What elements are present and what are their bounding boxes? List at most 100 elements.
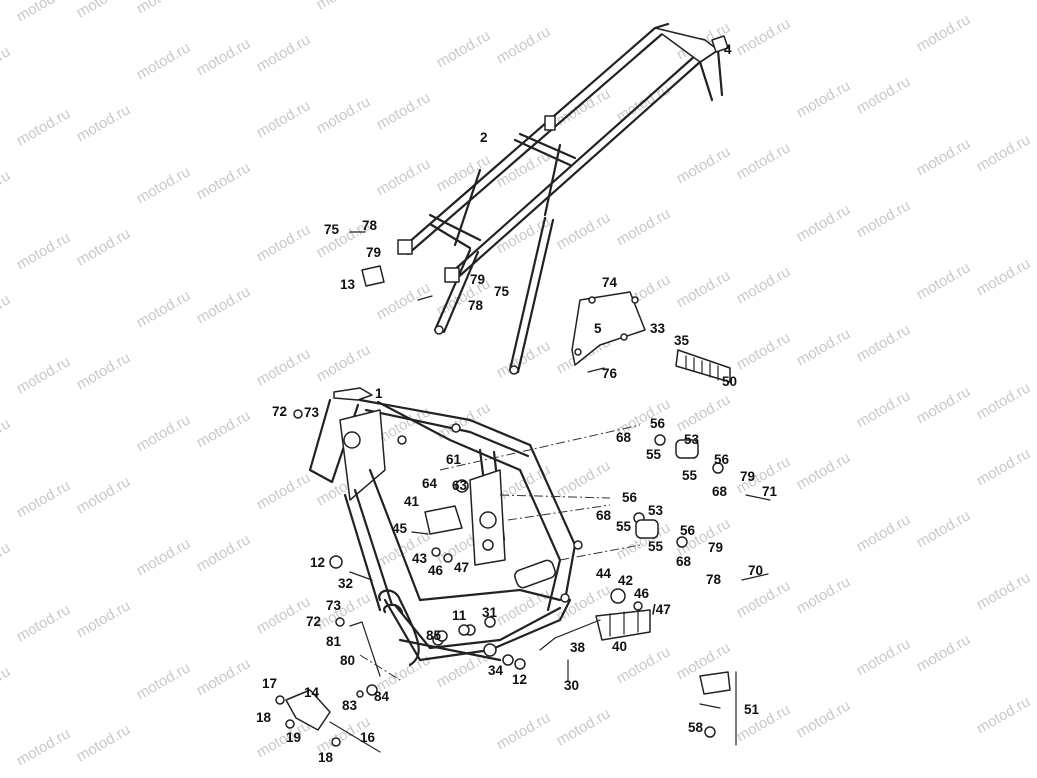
watermark-text: motod.ru — [134, 287, 194, 331]
callout-84: 84 — [374, 689, 390, 704]
watermark-text: motod.ru — [194, 35, 254, 79]
watermark-text: motod.ru — [194, 159, 254, 203]
callout-11: 11 — [452, 608, 467, 623]
watermark-text: motod.ru — [914, 135, 974, 179]
callout-19: 19 — [286, 730, 301, 745]
watermark-text: motod.ru — [314, 589, 374, 633]
watermark-text: motod.ru — [794, 325, 854, 369]
callout-41: 41 — [404, 494, 420, 509]
watermark-text: motod.ru — [614, 81, 674, 125]
watermark-text: motod.ru — [254, 31, 314, 75]
watermark-text: motod.ru — [554, 457, 614, 501]
watermark-text: motod.ru — [314, 341, 374, 385]
watermark-text: motod.ru — [974, 569, 1034, 613]
callout-40: 40 — [612, 639, 627, 654]
watermark-text: motod.ru — [374, 89, 434, 133]
callout-68a: 68 — [616, 430, 632, 445]
callout-13: 13 — [340, 277, 356, 292]
watermark-text: motod.ru — [74, 349, 134, 393]
callout-73a: 73 — [304, 405, 320, 420]
watermark-text: motod.ru — [14, 353, 74, 397]
callout-30: 30 — [564, 678, 579, 693]
watermark-text: motod.ru — [734, 577, 794, 621]
callout-56c: 56 — [622, 490, 638, 505]
callout-78c: 78 — [706, 572, 722, 587]
callout-47a: 47 — [454, 560, 469, 575]
callout-72a: 72 — [272, 404, 287, 419]
watermark-text: motod.ru — [194, 407, 254, 451]
callout-78b: 78 — [468, 298, 484, 313]
watermark-text: motod.ru — [134, 0, 194, 17]
callout-75a: 75 — [324, 222, 340, 237]
callout-labels: 1 2 4 5 11 12 12 13 14 16 17 18 18 19 30… — [256, 42, 778, 765]
watermark-text: motod.ru — [674, 143, 734, 187]
callout-42: 42 — [618, 573, 633, 588]
callout-4: 4 — [724, 42, 732, 57]
callout-50: 50 — [722, 374, 737, 389]
callout-38: 38 — [570, 640, 586, 655]
watermark-text: motod.ru — [74, 101, 134, 145]
watermark-text: motod.ru — [194, 655, 254, 699]
callout-12a: 12 — [310, 555, 325, 570]
callout-75b: 75 — [494, 284, 510, 299]
callout-43: 43 — [412, 551, 428, 566]
watermark-text: motod.ru — [614, 205, 674, 249]
watermark-text: motod.ru — [254, 97, 314, 141]
watermark-text: motod.ru — [674, 267, 734, 311]
callout-33: 33 — [650, 321, 666, 336]
callout-79b: 79 — [470, 272, 485, 287]
callout-85: 85 — [426, 628, 442, 643]
callout-46b: 46 — [634, 586, 650, 601]
callout-72b: 72 — [306, 614, 321, 629]
watermark-text: motod.ru — [734, 15, 794, 59]
watermark-text: motod.ru — [254, 345, 314, 389]
callout-46a: 46 — [428, 563, 444, 578]
watermark-text: motod.ru — [554, 209, 614, 253]
watermark-text: motod.ru — [914, 383, 974, 427]
watermark-text: motod.ru — [14, 229, 74, 273]
watermark-text: motod.ru — [794, 573, 854, 617]
watermark-text: motod.ru — [194, 531, 254, 575]
callout-79a: 79 — [366, 245, 381, 260]
watermark-text: motod.ru — [674, 391, 734, 435]
watermark-text: motod.ru — [134, 39, 194, 83]
watermark-text: motod.ru — [794, 77, 854, 121]
watermark-text: motod.ru — [254, 221, 314, 265]
callout-61: 61 — [446, 452, 462, 467]
watermark-text: motod.ru — [854, 511, 914, 555]
watermark-text: motod.ru — [494, 709, 554, 753]
callout-53b: 53 — [648, 503, 664, 518]
watermark-text: motod.ru — [0, 291, 13, 335]
callout-5: 5 — [594, 321, 602, 336]
watermark-text: motod.ru — [914, 11, 974, 55]
callout-81: 81 — [326, 634, 342, 649]
callout-68d: 68 — [676, 554, 692, 569]
callout-74: 74 — [602, 275, 618, 290]
callout-79c: 79 — [740, 469, 755, 484]
watermark-text: motod.ru — [854, 321, 914, 365]
callout-47b: /47 — [652, 602, 671, 617]
watermark-text: motod.ru — [74, 597, 134, 641]
callout-83: 83 — [342, 698, 358, 713]
callout-1: 1 — [375, 386, 383, 401]
watermark-text: motod.ru — [794, 201, 854, 245]
watermark-text: motod.ru — [434, 27, 494, 71]
watermark-text: motod.ru — [374, 279, 434, 323]
callout-70: 70 — [748, 563, 763, 578]
watermark-text: motod.ru — [0, 415, 13, 459]
watermark-text: motod.ru — [74, 473, 134, 517]
callout-45: 45 — [392, 521, 408, 536]
callout-64: 64 — [422, 476, 438, 491]
callout-68c: 68 — [596, 508, 612, 523]
watermark-text: motod.ru — [734, 139, 794, 183]
watermark-text: motod.ru — [0, 43, 13, 87]
watermark-text: motod.ru — [974, 255, 1034, 299]
watermark-text: motod.ru — [14, 601, 74, 645]
callout-56a: 56 — [650, 416, 666, 431]
watermark-text: motod.ru — [914, 507, 974, 551]
callout-56d: 56 — [680, 523, 696, 538]
callout-55b: 55 — [682, 468, 698, 483]
callout-73b: 73 — [326, 598, 342, 613]
